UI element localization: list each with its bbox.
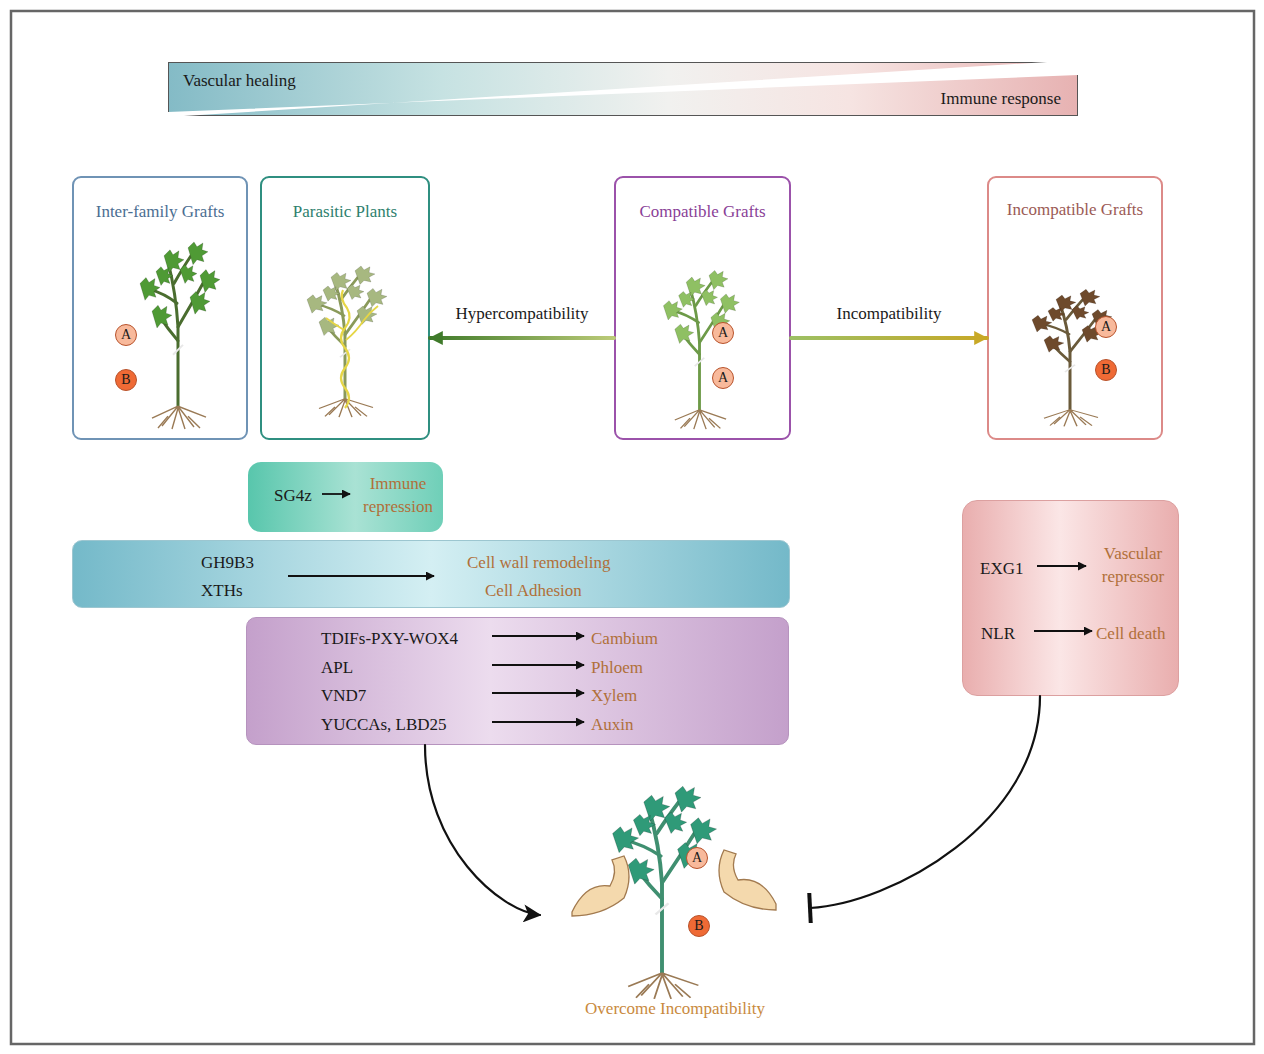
edge-label: Hypercompatibility xyxy=(455,302,588,325)
circle-letter: A xyxy=(687,848,707,868)
node-text: Compatible Grafts xyxy=(616,200,789,223)
scion-circle: A xyxy=(686,847,708,869)
circle-letter: B xyxy=(116,370,136,390)
node-text: Inter-family Grafts xyxy=(74,200,246,223)
muscle-arm-icon xyxy=(572,850,776,916)
node-text: Cambium xyxy=(591,627,658,650)
circle-letter: A xyxy=(713,368,733,388)
edge-label: Incompatibility xyxy=(837,302,942,325)
connector-arrow xyxy=(425,745,540,915)
node-text: VND7 xyxy=(321,684,366,707)
node-text: APL xyxy=(321,656,353,679)
node-text: Cell death xyxy=(1096,622,1165,645)
node-text: Immune repression xyxy=(358,472,438,518)
circle-letter: A xyxy=(713,323,733,343)
scion-circle: A xyxy=(1095,316,1117,338)
gradient-band: Vascular healingImmune response xyxy=(168,62,1078,116)
node-text: YUCCAs, LBD25 xyxy=(321,713,447,736)
scion-circle: A xyxy=(712,322,734,344)
circle-letter: A xyxy=(116,325,136,345)
outcome-plant: Overcome Incompatibility A B xyxy=(540,775,810,1025)
stock-circle: A xyxy=(712,367,734,389)
node-text: Cell Adhesion xyxy=(485,579,582,602)
scion-circle: A xyxy=(115,324,137,346)
node-text: GH9B3 xyxy=(201,551,254,574)
healthy-plant-illustration xyxy=(613,786,717,999)
node-text: Auxin xyxy=(591,713,634,736)
node-text: Parasitic Plants xyxy=(262,200,428,223)
node-text: NLR xyxy=(981,622,1015,645)
circle-letter: B xyxy=(689,916,709,936)
node-text: Vascular healing xyxy=(183,69,296,92)
stock-circle: B xyxy=(688,915,710,937)
gene-band: TDIFs-PXY-WOX4 CambiumAPL PhloemVND7 XylemY… xyxy=(246,617,789,745)
node-text: XTHs xyxy=(201,579,243,602)
stock-circle: B xyxy=(1095,359,1117,381)
circle-letter: B xyxy=(1096,360,1116,380)
gene-band: GH9B3XTHs Cell wall remodelingCell Adhesi… xyxy=(72,540,790,608)
node-text: Incompatible Grafts xyxy=(989,198,1161,221)
graft-box: Inter-family GraftsA B xyxy=(72,176,248,440)
stock-circle: B xyxy=(115,369,137,391)
graft-box: Parasitic Plants xyxy=(260,176,430,440)
figure-frame xyxy=(11,11,1254,1044)
node-text: Phloem xyxy=(591,656,643,679)
circle-letter: A xyxy=(1096,317,1116,337)
connector-arrow xyxy=(791,336,987,340)
gene-box: EXG1 Vascular repressorNLR Cell death xyxy=(962,500,1179,696)
graft-box: Compatible GraftsA A xyxy=(614,176,791,440)
connector-arrow xyxy=(430,336,614,340)
node-text: SG4z xyxy=(274,484,312,507)
node-text: TDIFs-PXY-WOX4 xyxy=(321,627,458,650)
connector-arrow xyxy=(810,696,1040,908)
gradient-divider xyxy=(168,60,1078,117)
node-text: Cell wall remodeling xyxy=(467,551,611,574)
node-text: Overcome Incompatibility xyxy=(540,997,810,1020)
graft-box: Incompatible GraftsA B xyxy=(987,176,1163,440)
node-text: Immune response xyxy=(941,87,1061,110)
node-text: Vascular repressor xyxy=(1091,542,1175,588)
node-text: Xylem xyxy=(591,684,637,707)
gene-box: SG4z Immune repression xyxy=(248,462,443,532)
node-text: EXG1 xyxy=(980,557,1023,580)
